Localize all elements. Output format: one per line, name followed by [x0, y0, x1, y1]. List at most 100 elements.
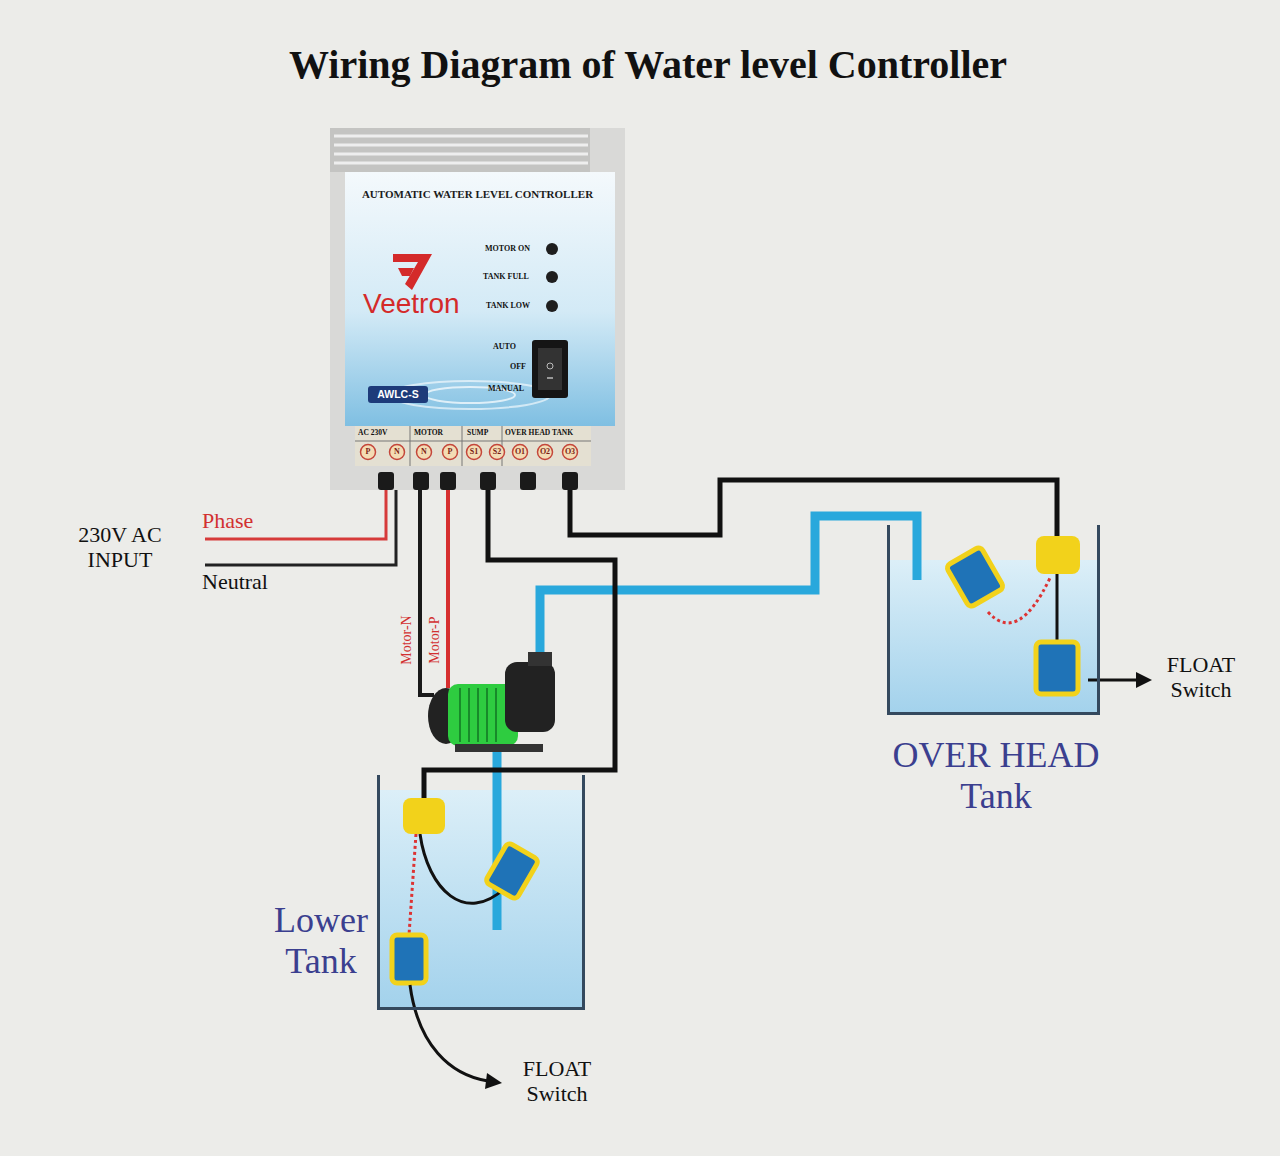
overhead-tank: OVER HEAD Tank [887, 525, 1100, 715]
pump [505, 662, 555, 732]
cable-gland [378, 472, 394, 490]
model-badge [368, 386, 428, 403]
mode-switch [547, 363, 553, 369]
terminal-pin: O1 [511, 446, 529, 458]
float-wire [424, 490, 615, 775]
indicator-led [546, 271, 558, 283]
float-switch [1036, 642, 1078, 694]
float-switch [422, 775, 427, 800]
brand-name: Veetron [363, 288, 460, 320]
supply-label: 230V AC INPUT [62, 522, 178, 573]
terminal-group: OVER HEAD TANK [505, 429, 573, 438]
cable-gland [480, 472, 496, 490]
brand-logo [398, 268, 414, 276]
cable-gland [562, 472, 578, 490]
indicator-label: MOTOR ON [485, 244, 530, 253]
motor-wire [420, 490, 448, 695]
terminal-group: AC 230V [358, 429, 387, 438]
float-switch [392, 935, 426, 983]
terminal-pin: S1 [465, 446, 483, 458]
tank-label: Lower Tank [266, 900, 376, 983]
motor-wire [446, 490, 450, 688]
indicator-led [546, 243, 558, 255]
controller-housing [334, 135, 588, 138]
float-switch [392, 775, 539, 983]
controller-housing [345, 172, 615, 426]
terminal-pin: O2 [536, 446, 554, 458]
lower-tank: Lower Tank [377, 775, 585, 1010]
model-badge [368, 386, 428, 403]
terminal-pin: N [388, 446, 406, 458]
terminal-strip [462, 426, 463, 466]
indicator-label: TANK LOW [486, 301, 530, 310]
cable-gland [413, 472, 429, 490]
wire-label: Motor-N [399, 615, 415, 665]
water-pipe [497, 516, 917, 930]
controller-housing [334, 153, 588, 156]
indicator-led [546, 300, 558, 312]
brand-logo [393, 254, 432, 290]
pump [477, 688, 479, 742]
leader-arrow [1136, 672, 1152, 688]
float-switch [946, 546, 1005, 608]
terminal-pin: N [415, 446, 433, 458]
wire-label: Motor-P [426, 616, 442, 663]
controller-housing [330, 128, 625, 490]
switch-label: OFF [510, 362, 526, 371]
tank-label: OVER HEAD Tank [871, 735, 1121, 818]
controller-housing [330, 128, 590, 172]
pump [468, 688, 470, 742]
leader-arrow [1088, 679, 1138, 682]
mode-switch [538, 348, 562, 390]
wire-label: Phase [202, 508, 253, 533]
pump [455, 744, 543, 752]
float-switch [485, 842, 539, 900]
switch-label: MANUAL [488, 384, 524, 393]
controller-housing [330, 128, 625, 490]
controller-housing [334, 144, 588, 147]
brand-logo [393, 254, 432, 290]
float-switch [1056, 570, 1059, 642]
wire-label: Neutral [202, 569, 268, 594]
terminal-pin: S2 [488, 446, 506, 458]
float-switch [409, 834, 416, 935]
cable-gland [440, 472, 456, 490]
float-switch [403, 798, 445, 834]
terminal-pin: O3 [561, 446, 579, 458]
indicator-led [546, 243, 558, 312]
controller-housing [334, 162, 588, 165]
terminal-strip [355, 426, 591, 466]
model-number: AWLC-S [368, 386, 428, 403]
switch-label: AUTO [493, 342, 516, 351]
terminal-group: MOTOR [414, 429, 443, 438]
pump [528, 652, 552, 666]
terminal-strip [410, 426, 411, 466]
water [380, 790, 582, 1008]
diagram-title: Wiring Diagram of Water level Controller [16, 42, 1280, 88]
terminal-strip [355, 441, 591, 442]
callout-label: FLOAT Switch [512, 1056, 602, 1107]
float-wire [570, 480, 1057, 535]
mode-switch [532, 340, 568, 398]
terminal-strip [355, 426, 591, 466]
terminal-pin: P [441, 446, 459, 458]
leader-arrow [410, 985, 502, 1089]
indicator-label: TANK FULL [483, 272, 529, 281]
callout-label: FLOAT Switch [1156, 652, 1246, 703]
pump [495, 688, 497, 742]
cable-gland [520, 472, 536, 490]
terminal-pin: P [359, 446, 377, 458]
pump [459, 688, 461, 742]
cable-gland [378, 472, 578, 490]
float-switch [946, 525, 1080, 694]
leader-arrow [410, 985, 488, 1081]
mode-switch [547, 377, 553, 379]
motor-wire [420, 490, 434, 695]
water-pipe [493, 750, 502, 930]
pump [428, 652, 555, 752]
pump [486, 688, 488, 742]
device-name: AUTOMATIC WATER LEVEL CONTROLLER [358, 188, 597, 201]
